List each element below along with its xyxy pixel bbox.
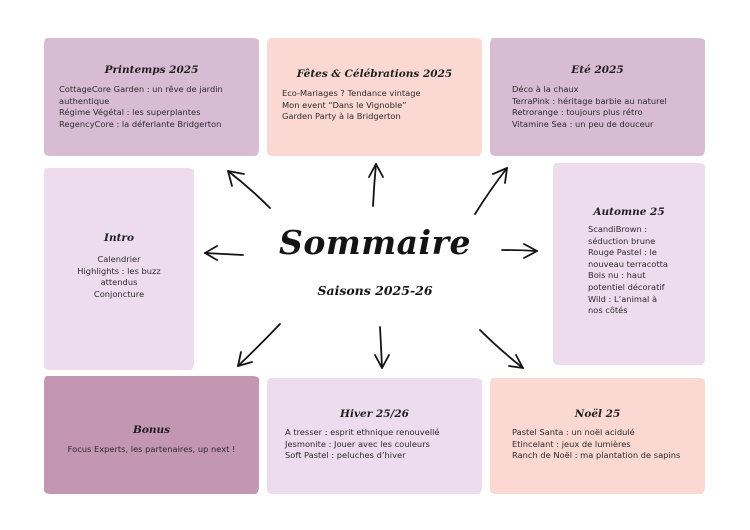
card-line: RegencyCore : la déferlante Bridgerton — [59, 118, 222, 129]
card-line: Soft Pastel : peluches d’hiver — [285, 450, 406, 461]
card-body-printemps: CottageCore Garden : un rêve de jardin a… — [59, 84, 249, 130]
card-line: Wild : L’animal à — [588, 293, 658, 304]
card-line: Ranch de Noël : ma plantation de sapins — [512, 450, 681, 461]
card-line: Bois nu : haut — [588, 270, 646, 281]
arrow-to-hiver — [374, 326, 390, 369]
card-line: Pastel Santa : un noël acidulé — [512, 427, 635, 437]
card-title-hiver: Hiver 25/26 — [340, 408, 409, 420]
card-body-fetes: Eco-Mariages ? Tendance vintage Mon even… — [282, 88, 477, 123]
card-line: CottageCore Garden : un rêve de jardin — [59, 84, 223, 94]
card-line: Retrorange : toujours plus rétro — [512, 107, 643, 118]
arrow-to-noel — [479, 329, 524, 369]
card-bonus: Bonus Focus Experts, les partenaires, up… — [44, 376, 259, 494]
card-body-hiver: A tresser : esprit ethnique renouvellé J… — [285, 427, 475, 462]
card-line: ScandiBrown : — [588, 224, 648, 234]
card-line: TerraPink : héritage barbie au naturel — [512, 95, 667, 106]
card-title-automne: Automne 25 — [593, 206, 665, 218]
card-line: Etincelant : jeux de lumières — [512, 438, 631, 449]
card-line: Garden Party à la Bridgerton — [282, 111, 401, 122]
arrow-to-intro — [204, 245, 244, 261]
card-line: Eco-Mariages ? Tendance vintage — [282, 88, 421, 98]
card-noel: Noël 25 Pastel Santa : un noël acidulé E… — [490, 378, 705, 494]
arrow-to-ete — [474, 167, 508, 215]
card-line: Déco à la chaux — [512, 84, 579, 94]
card-body-automne: ScandiBrown : séduction brune Rouge Past… — [588, 224, 700, 317]
center-subtitle: Saisons 2025-26 — [317, 283, 433, 298]
arrow-to-automne — [501, 243, 538, 259]
card-title-ete: Eté 2025 — [571, 64, 624, 76]
card-line: nos côtés — [588, 305, 628, 316]
card-line: Mon event “Dans le Vignoble” — [282, 99, 407, 110]
card-line: Calendrier — [97, 254, 141, 264]
arrow-to-printemps — [227, 170, 271, 209]
card-title-bonus: Bonus — [132, 424, 171, 436]
card-title-printemps: Printemps 2025 — [104, 64, 199, 76]
card-body-noel: Pastel Santa : un noël acidulé Etincelan… — [512, 427, 702, 462]
card-title-fetes: Fêtes & Célébrations 2025 — [296, 68, 453, 80]
card-line: authentique — [59, 95, 110, 106]
card-line: Régime Végétal : les superplantes — [59, 107, 201, 118]
card-hiver: Hiver 25/26 A tresser : esprit ethnique … — [267, 378, 482, 494]
card-line: Jesmonite : Jouer avec les couleurs — [285, 438, 430, 449]
card-title-intro: Intro — [104, 232, 134, 244]
card-line: attendus — [100, 277, 138, 288]
card-line: Focus Experts, les partenaires, up next … — [67, 444, 236, 454]
card-line: potentiel décoratif — [588, 281, 665, 292]
arrow-to-fetes — [368, 163, 384, 207]
card-line: Rouge Pastel : le — [588, 247, 657, 258]
center-title: Sommaire — [279, 223, 471, 262]
card-printemps: Printemps 2025 CottageCore Garden : un r… — [44, 38, 259, 156]
card-body-bonus: Focus Experts, les partenaires, up next … — [44, 444, 259, 456]
card-fetes: Fêtes & Célébrations 2025 Eco-Mariages ?… — [267, 38, 482, 156]
card-intro: Intro Calendrier Highlights : les buzz a… — [44, 168, 194, 370]
card-body-ete: Déco à la chaux TerraPink : héritage bar… — [512, 84, 702, 130]
card-line: séduction brune — [588, 235, 656, 246]
card-body-intro: Calendrier Highlights : les buzz attendu… — [44, 254, 194, 300]
card-automne: Automne 25 ScandiBrown : séduction brune… — [553, 163, 705, 365]
arrow-to-bonus — [237, 323, 281, 367]
card-line: nouveau terracotta — [588, 258, 668, 269]
card-line: Highlights : les buzz — [77, 265, 161, 276]
card-line: Conjoncture — [93, 288, 145, 299]
card-title-noel: Noël 25 — [574, 408, 621, 420]
card-ete: Eté 2025 Déco à la chaux TerraPink : hér… — [490, 38, 705, 156]
card-line: A tresser : esprit ethnique renouvellé — [285, 427, 440, 437]
card-line: Vitamine Sea : un peu de douceur — [512, 118, 654, 129]
